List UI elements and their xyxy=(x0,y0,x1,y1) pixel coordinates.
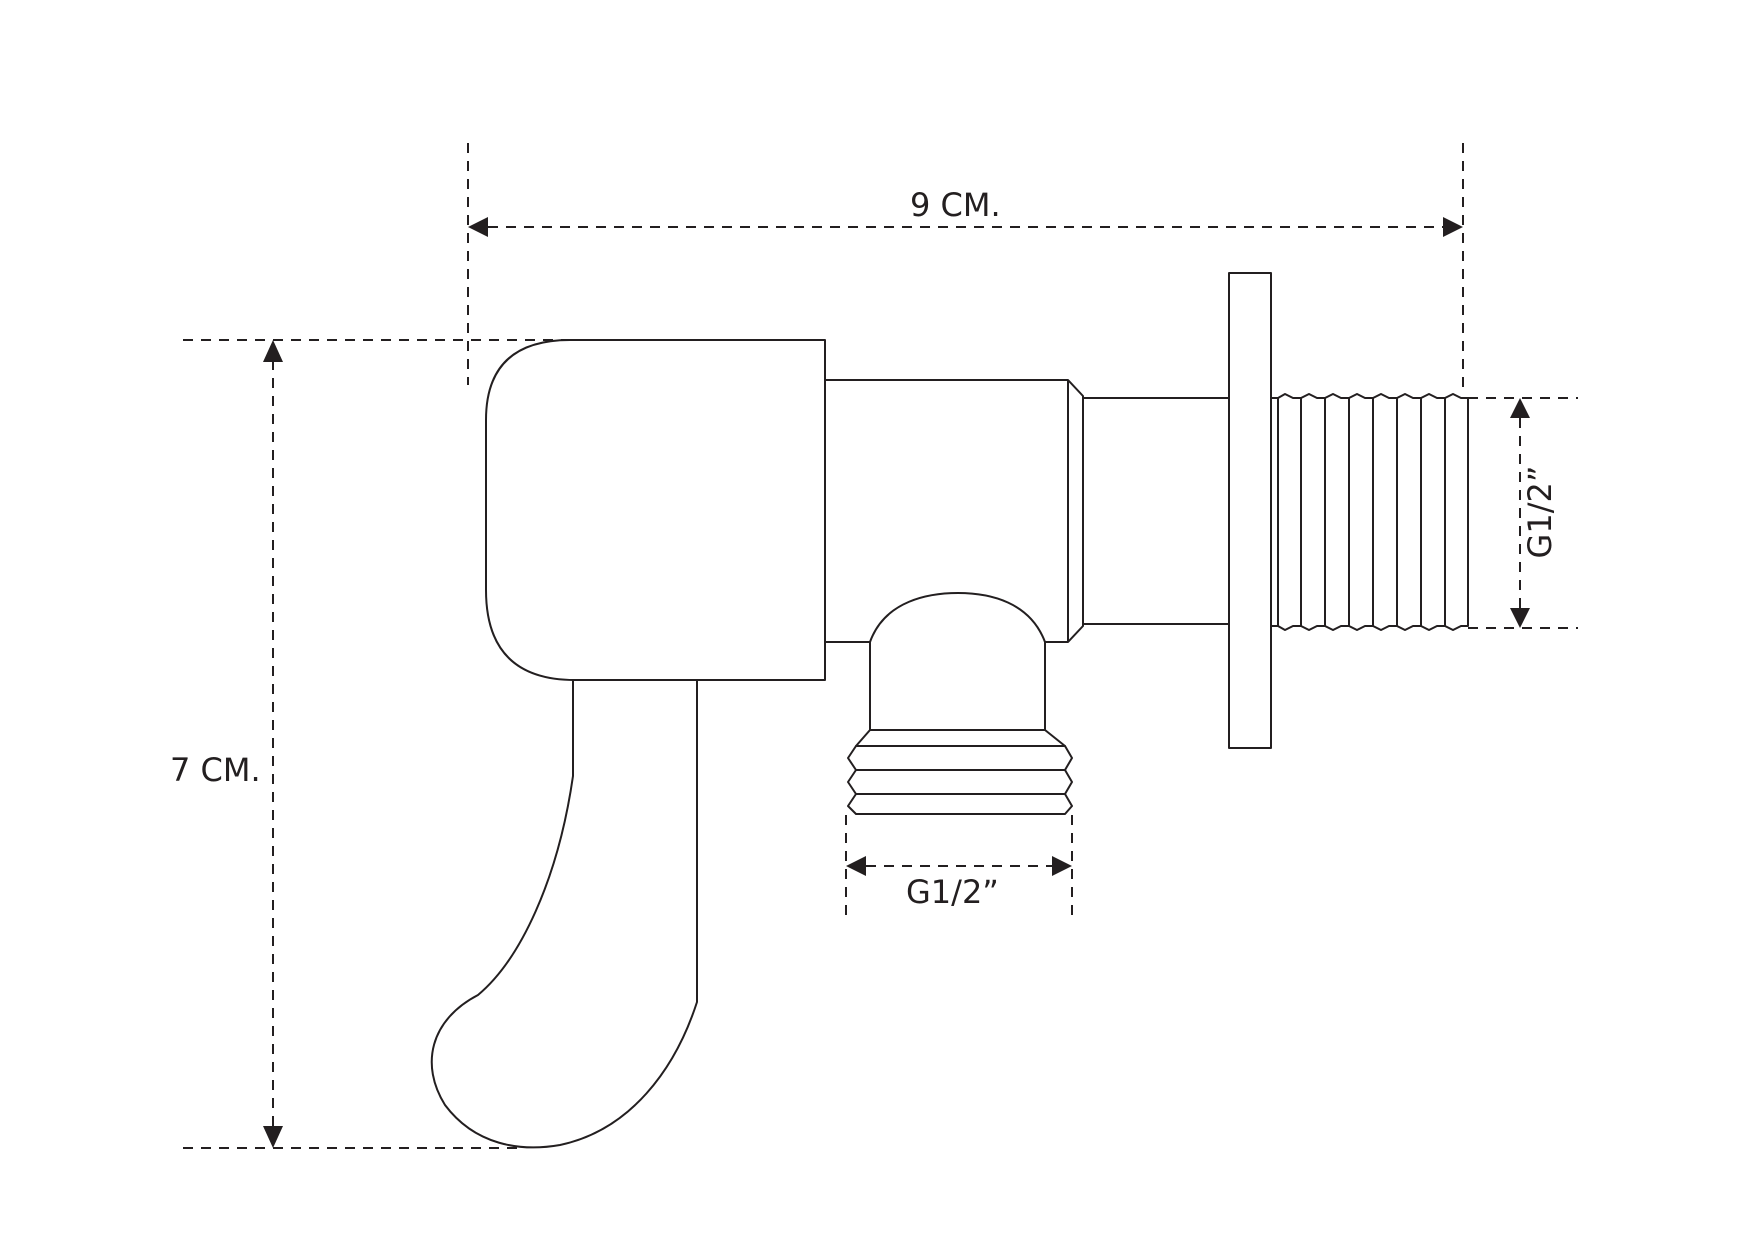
bottom-thread-ring-1 xyxy=(847,745,1073,771)
inlet-thread-label: G1/2” xyxy=(906,873,999,911)
right-thread-dimension xyxy=(1468,397,1578,629)
width-dimension-label: 9 CM. xyxy=(910,186,1001,224)
width-arrow-right xyxy=(1443,217,1463,237)
right-thread-arrow-bottom xyxy=(1510,608,1530,628)
valve-body xyxy=(430,272,1469,1149)
bottom-inlet-dome xyxy=(869,592,1046,730)
bottom-thread-ring-3 xyxy=(847,793,1073,815)
height-dimension-label: 7 CM. xyxy=(170,751,261,789)
bottom-thread-ring-2 xyxy=(847,769,1073,795)
bottom-threaded-inlet xyxy=(847,729,1073,815)
body-neck xyxy=(1082,397,1230,625)
height-arrow-bottom xyxy=(263,1126,283,1148)
handle-head xyxy=(485,339,826,681)
right-thread-arrow-top xyxy=(1510,398,1530,418)
right-thread-outline xyxy=(1270,393,1469,631)
height-dimension xyxy=(183,339,570,1149)
height-arrow-top xyxy=(263,340,283,362)
bottom-thread-arrow-left xyxy=(846,856,866,876)
width-arrow-left xyxy=(468,217,488,237)
width-dimension xyxy=(467,143,1464,395)
wall-flange xyxy=(1228,272,1272,749)
bottom-thread-dimension xyxy=(845,815,1073,915)
handle-lever xyxy=(430,680,698,1149)
right-threaded-outlet xyxy=(1270,393,1469,631)
main-body xyxy=(824,379,1084,643)
outlet-thread-label: G1/2” xyxy=(1521,465,1559,559)
bottom-thread-collar xyxy=(855,729,1066,747)
bottom-thread-arrow-right xyxy=(1052,856,1072,876)
